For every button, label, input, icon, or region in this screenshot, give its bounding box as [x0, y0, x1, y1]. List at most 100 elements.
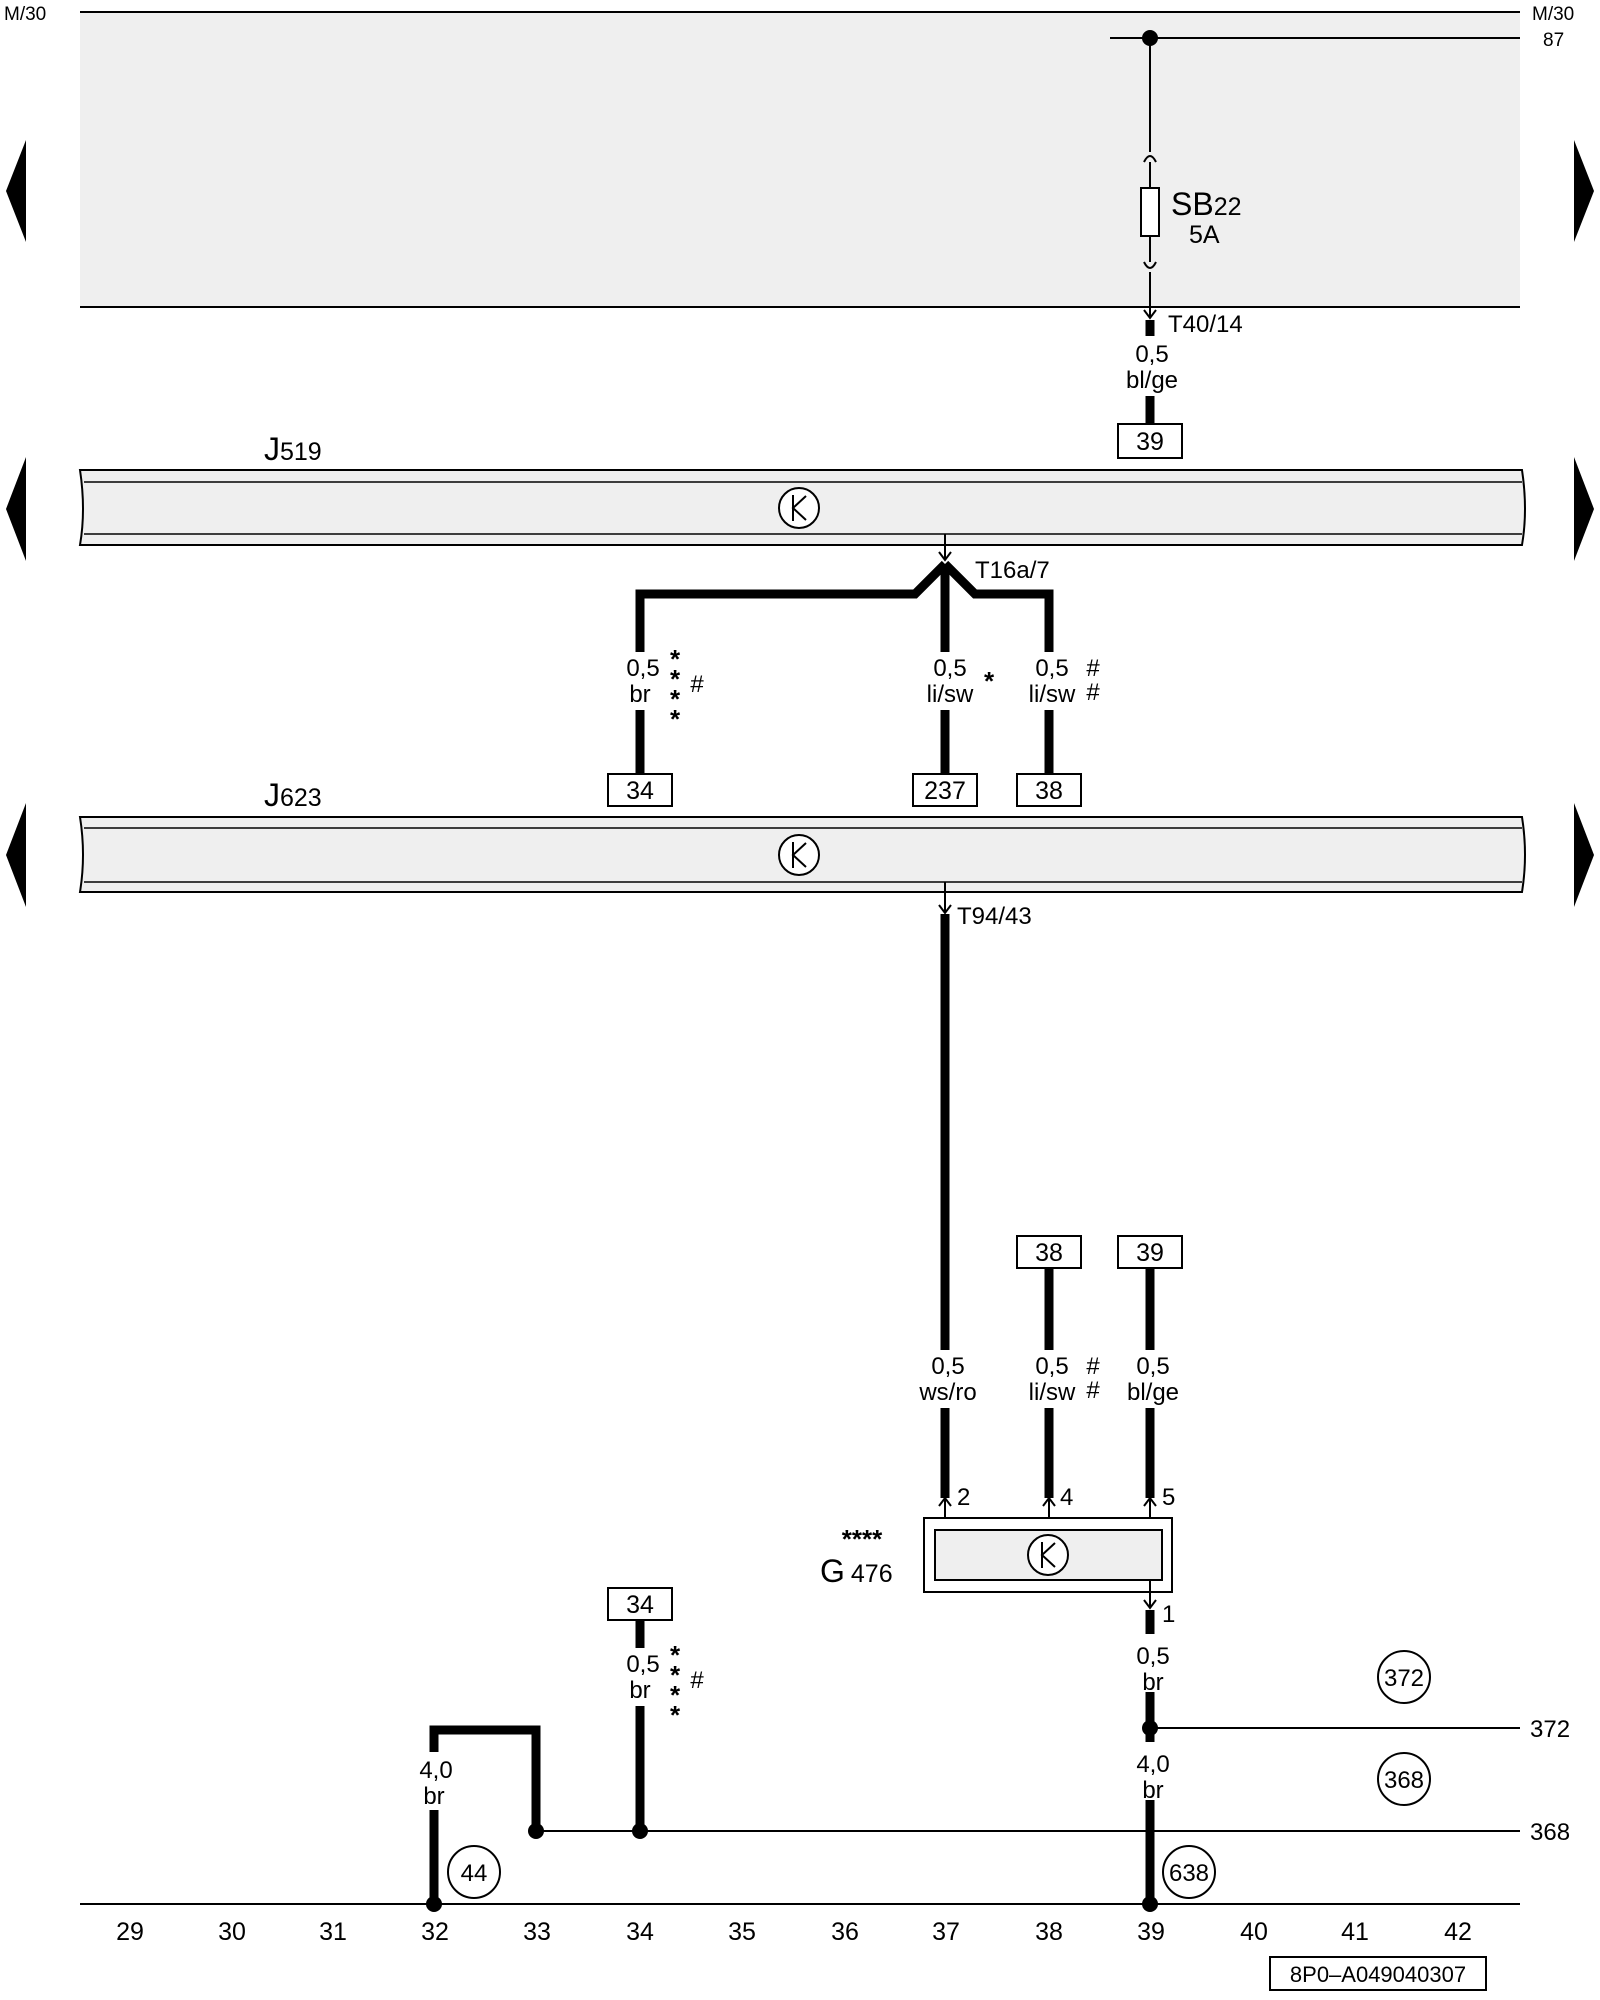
wire-color-br-39-40: br [1142, 1777, 1163, 1804]
ref-box-237 [912, 773, 978, 807]
symbol-star-9: * [670, 1700, 681, 1730]
label-bg-br-top [612, 652, 672, 710]
rail-label-m30-left: M/30 [4, 4, 46, 25]
wire-size-li-sw-38-bot: 0,5 [1035, 1353, 1068, 1380]
junction-dot-33 [528, 1823, 544, 1839]
label-bg-br-39-40 [1125, 1742, 1181, 1800]
component-g476-marker: **** [842, 1524, 883, 1554]
axis-number: 35 [728, 1918, 756, 1946]
wire-size-br-34-bot: 0,5 [626, 1651, 659, 1678]
fuse-sb22-icon [1140, 187, 1160, 237]
ref-box-34-top-label: 34 [626, 777, 654, 805]
label-bg-li-sw-237 [915, 652, 985, 710]
symbol-star-4: * [670, 704, 681, 734]
axis-number: 33 [523, 1918, 551, 1946]
ref-box-39-top-label: 39 [1136, 428, 1164, 456]
rail-label-87: 87 [1543, 30, 1564, 51]
wire-size-bl-ge-bot: 0,5 [1136, 1353, 1169, 1380]
wire-size-br-34-top: 0,5 [626, 655, 659, 682]
circle-ref-372-label: 372 [1384, 1665, 1424, 1692]
pin-label-4: 4 [1060, 1484, 1073, 1511]
circle-ref-372 [1377, 1650, 1431, 1704]
axis-number: 34 [626, 1918, 654, 1946]
axis-number: 41 [1341, 1918, 1369, 1946]
terminal-arrow-t94-icon [938, 904, 952, 915]
terminal-arrow-t40-icon [1143, 309, 1157, 320]
symbol-hash-6: # [690, 1667, 704, 1694]
can-node-g476-icon [1027, 1534, 1069, 1576]
current-track-axis: 29 30 31 32 33 34 35 36 37 38 39 40 41 4… [116, 1918, 1472, 1946]
circle-ref-638-label: 638 [1169, 1860, 1209, 1887]
ref-box-38-bot-label: 38 [1035, 1239, 1063, 1267]
fuse-clip-lower-icon [1143, 261, 1157, 269]
axis-number: 42 [1444, 1918, 1472, 1946]
wire-size-br-39-40: 4,0 [1136, 1751, 1169, 1778]
symbol-hash-4: # [1086, 1353, 1100, 1380]
pin-label-1: 1 [1162, 1601, 1175, 1628]
component-j623-label: J623 [264, 777, 322, 813]
label-bg-br-pin1 [1125, 1634, 1181, 1692]
nav-arrow-left-1-icon[interactable] [6, 140, 26, 242]
fuse-clip-upper-icon [1143, 155, 1157, 163]
label-bg-li-sw-38-bot [1018, 1350, 1088, 1408]
can-node-j519-icon [778, 487, 820, 529]
axis-number: 36 [831, 1918, 859, 1946]
symbol-hash-2: # [1086, 655, 1100, 682]
symbol-hash-3: # [1086, 679, 1100, 706]
ref-box-39-bot-label: 39 [1136, 1239, 1164, 1267]
wire-size-br-pin1: 0,5 [1136, 1643, 1169, 1670]
wire-color-bl-ge-top: bl/ge [1126, 367, 1178, 394]
axis-number: 40 [1240, 1918, 1268, 1946]
label-bg-ws-ro [912, 1350, 982, 1408]
rail-label-m30-right: M/30 [1532, 4, 1574, 25]
drawing-number-box [1269, 1956, 1487, 1991]
wire-br-34-top [635, 560, 949, 780]
wire-color-br-34-bot: br [629, 1677, 650, 1704]
wire-color-li-sw-237: li/sw [927, 681, 974, 708]
fuse-panel-area [80, 12, 1520, 307]
wire-color-br-34-top: br [629, 681, 650, 708]
circle-ref-44-label: 44 [461, 1860, 488, 1887]
ref-box-237-label: 237 [924, 777, 966, 805]
axis-number: 39 [1137, 1918, 1165, 1946]
nav-arrow-right-1-icon[interactable] [1574, 140, 1594, 242]
ref-box-39-top [1117, 423, 1183, 459]
wire-size-bl-ge-top: 0,5 [1135, 341, 1168, 368]
circle-ref-368 [1377, 1752, 1431, 1806]
ground-dot-32 [426, 1896, 442, 1912]
rail-label-372: 372 [1530, 1716, 1570, 1743]
symbol-hash-5: # [1086, 1377, 1100, 1404]
symbol-star-1: * [670, 644, 681, 674]
terminal-t94-43: T94/43 [957, 903, 1032, 930]
wire-color-li-sw-38-top: li/sw [1029, 681, 1076, 708]
label-bg-bl-ge-bot [1118, 1350, 1188, 1408]
label-bg-li-sw-38-top [1018, 652, 1088, 710]
ref-box-38-bot [1016, 1235, 1082, 1269]
axis-number: 30 [218, 1918, 246, 1946]
symbol-hash-1: # [690, 671, 704, 698]
wire-color-bl-ge-bot: bl/ge [1127, 1379, 1179, 1406]
wire-size-li-sw-237: 0,5 [933, 655, 966, 682]
axis-number: 29 [116, 1918, 144, 1946]
symbol-star-5: * [984, 666, 995, 696]
component-j519-label: J519 [264, 431, 322, 467]
circle-ref-44 [447, 1845, 501, 1899]
nav-arrow-left-2-icon[interactable] [6, 457, 26, 561]
pin-arrow-1-icon [1143, 1599, 1157, 1610]
ref-box-39-bot [1117, 1235, 1183, 1269]
nav-arrow-right-3-icon[interactable] [1574, 803, 1594, 907]
nav-arrow-right-2-icon[interactable] [1574, 457, 1594, 561]
axis-number: 37 [932, 1918, 960, 1946]
symbol-star-6: * [670, 1640, 681, 1670]
drawing-number: 8P0–A049040307 [1290, 1962, 1466, 1987]
axis-number: 32 [421, 1918, 449, 1946]
pin-label-5: 5 [1162, 1484, 1175, 1511]
fuse-name: SB22 [1171, 186, 1242, 222]
pin-label-2: 2 [957, 1484, 970, 1511]
wire-size-ws-ro: 0,5 [931, 1353, 964, 1380]
wire-br-32-40 [429, 1725, 541, 1904]
wire-size-li-sw-38-top: 0,5 [1035, 655, 1068, 682]
nav-arrow-left-3-icon[interactable] [6, 803, 26, 907]
